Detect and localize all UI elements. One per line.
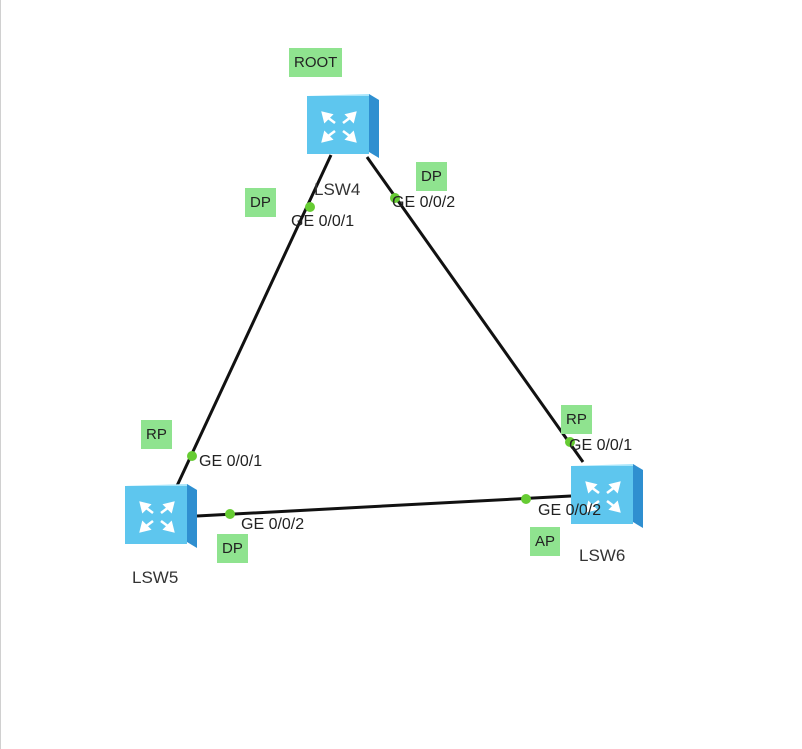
port-name-lsw4-ge1: GE 0/0/1 <box>291 213 355 230</box>
port-name-lsw5-ge1: GE 0/0/1 <box>199 453 263 470</box>
port-role-lsw6-ge2: AP <box>530 527 561 556</box>
port-dot-lsw6-ge2 <box>521 494 531 504</box>
port-role-lsw5-ge1: RP <box>141 420 172 449</box>
port-role-lsw6-ge1: RP <box>561 405 592 434</box>
root-bridge-tag: ROOT <box>289 48 343 77</box>
device-name-lsw5: LSW5 <box>132 568 179 587</box>
link-lsw4-lsw6[interactable] <box>365 156 585 463</box>
port-name-lsw6-ge2: GE 0/0/2 <box>538 502 602 519</box>
port-dot-lsw4-ge2 <box>390 193 400 203</box>
port-name-lsw6-ge1: GE 0/0/1 <box>569 437 633 454</box>
switch-lsw5[interactable] <box>119 480 199 550</box>
port-dot-lsw4-ge1 <box>305 202 315 212</box>
device-name-lsw6: LSW6 <box>579 546 626 565</box>
link-lsw5-lsw6[interactable] <box>196 494 572 518</box>
port-name-lsw5-ge2: GE 0/0/2 <box>241 516 305 533</box>
port-role-lsw5-ge2: DP <box>217 534 248 563</box>
port-dot-lsw6-ge1 <box>565 437 575 447</box>
port-dot-lsw5-ge2 <box>225 509 235 519</box>
switch-icon <box>571 464 643 528</box>
port-role-lsw4-ge2: DP <box>416 162 447 191</box>
port-dot-lsw5-ge1 <box>187 451 197 461</box>
port-role-lsw4-ge1: DP <box>245 188 276 217</box>
switch-lsw4[interactable] <box>301 90 381 160</box>
link-lsw4-lsw5[interactable] <box>174 154 333 489</box>
switch-lsw6[interactable] <box>565 460 645 530</box>
switch-icon <box>125 484 197 548</box>
port-name-lsw4-ge2: GE 0/0/2 <box>392 194 456 211</box>
switch-icon <box>307 94 379 158</box>
device-name-lsw4: LSW4 <box>314 180 361 199</box>
